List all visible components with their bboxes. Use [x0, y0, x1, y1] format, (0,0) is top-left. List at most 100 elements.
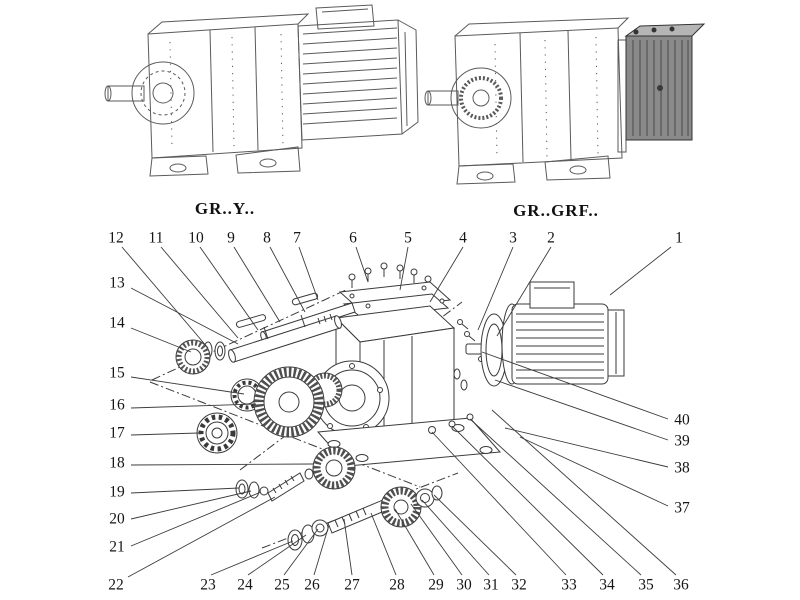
callout-22: 22	[108, 577, 124, 594]
output-shaft-assembly	[287, 485, 443, 551]
callout-13: 13	[109, 275, 125, 292]
output-shaft-left-view	[107, 85, 145, 102]
callout-9: 9	[227, 230, 235, 247]
callout-19: 19	[109, 484, 125, 501]
callout-38: 38	[674, 460, 690, 477]
input-shaft-assembly	[203, 302, 356, 363]
leader-line-13	[130, 287, 239, 345]
callout-1: 1	[675, 230, 683, 247]
leader-line-8	[269, 246, 306, 313]
callout-30: 30	[456, 577, 472, 594]
callout-36: 36	[673, 577, 689, 594]
callout-12: 12	[108, 230, 124, 247]
leader-line-37	[519, 436, 669, 507]
variant-label-gr-y: GR..Y..	[195, 199, 255, 218]
callout-18: 18	[109, 455, 125, 472]
leader-line-28	[370, 512, 397, 576]
top-cover	[338, 281, 452, 319]
leader-line-11	[160, 246, 239, 339]
callout-14: 14	[109, 315, 125, 332]
callout-27: 27	[344, 577, 360, 594]
cover-bolts	[348, 262, 432, 290]
leader-line-25	[283, 528, 319, 576]
leader-line-5	[399, 246, 409, 291]
callout-29: 29	[428, 577, 444, 594]
leader-line-9	[233, 246, 281, 323]
motor-terminal-box	[529, 281, 575, 309]
output-shaft-right-view	[427, 90, 459, 106]
callout-25: 25	[274, 577, 290, 594]
shaft-key	[291, 292, 319, 306]
leader-line-14	[130, 327, 192, 353]
callout-32: 32	[511, 577, 527, 594]
leader-line-31	[421, 499, 490, 576]
callout-8: 8	[263, 230, 271, 247]
leader-line-32	[433, 494, 517, 576]
callout-4: 4	[459, 230, 467, 247]
leader-line-27	[343, 518, 353, 576]
callout-20: 20	[109, 511, 125, 528]
leader-line-2	[496, 246, 552, 337]
callout-5: 5	[404, 230, 412, 247]
leader-line-22	[127, 496, 276, 578]
callout-10: 10	[188, 230, 204, 247]
callout-33: 33	[561, 577, 577, 594]
leader-line-19	[130, 487, 240, 494]
terminal-box-left-view	[315, 4, 375, 30]
leader-line-34	[451, 425, 604, 576]
leader-line-12	[121, 246, 209, 349]
leader-line-39	[494, 379, 669, 441]
callout-11: 11	[149, 230, 164, 247]
leader-line-6	[355, 246, 369, 283]
shaft-key	[235, 314, 267, 328]
assembled-view-gr-grf	[424, 17, 706, 185]
callout-17: 17	[109, 425, 125, 442]
leader-line-17	[130, 432, 200, 436]
leader-line-16	[130, 403, 257, 409]
pinion-shaft	[267, 472, 305, 502]
exploded-view	[149, 262, 625, 551]
callout-16: 16	[109, 397, 125, 414]
callout-7: 7	[293, 230, 301, 247]
leader-line-20	[130, 490, 252, 520]
leader-line-26	[313, 524, 330, 576]
leader-line-7	[298, 246, 319, 301]
callout-39: 39	[674, 433, 690, 450]
variant-label-gr-grf: GR..GRF..	[513, 201, 599, 220]
leader-line-24	[247, 534, 307, 576]
callout-23: 23	[200, 577, 216, 594]
housing	[314, 305, 502, 467]
callout-28: 28	[389, 577, 405, 594]
leader-line-36	[491, 409, 677, 576]
leader-line-21	[130, 491, 262, 547]
leader-line-33	[431, 431, 567, 576]
leader-line-23	[210, 540, 294, 576]
assembled-view-gr-y	[104, 4, 419, 177]
drain-plug	[428, 426, 436, 434]
leader-line-3	[477, 246, 514, 331]
leader-line-38	[504, 427, 669, 468]
bearing-seal-set	[175, 339, 226, 375]
callout-31: 31	[483, 577, 499, 594]
leader-line-4	[429, 246, 464, 303]
callout-24: 24	[237, 577, 253, 594]
callout-15: 15	[109, 365, 125, 382]
motor-assembly	[465, 281, 625, 387]
callout-3: 3	[509, 230, 517, 247]
leader-line-10	[199, 246, 259, 331]
callout-2: 2	[547, 230, 555, 247]
leader-line-15	[130, 376, 245, 395]
leader-line-35	[469, 418, 642, 576]
leader-line-30	[410, 503, 463, 576]
brake-block-right-view	[624, 23, 706, 141]
callout-26: 26	[304, 577, 320, 594]
callout-21: 21	[109, 539, 125, 556]
leader-line-40	[481, 351, 669, 420]
motor-left-view	[297, 4, 419, 141]
callout-35: 35	[638, 577, 654, 594]
leader-line-18	[130, 463, 314, 466]
callout-6: 6	[349, 230, 357, 247]
